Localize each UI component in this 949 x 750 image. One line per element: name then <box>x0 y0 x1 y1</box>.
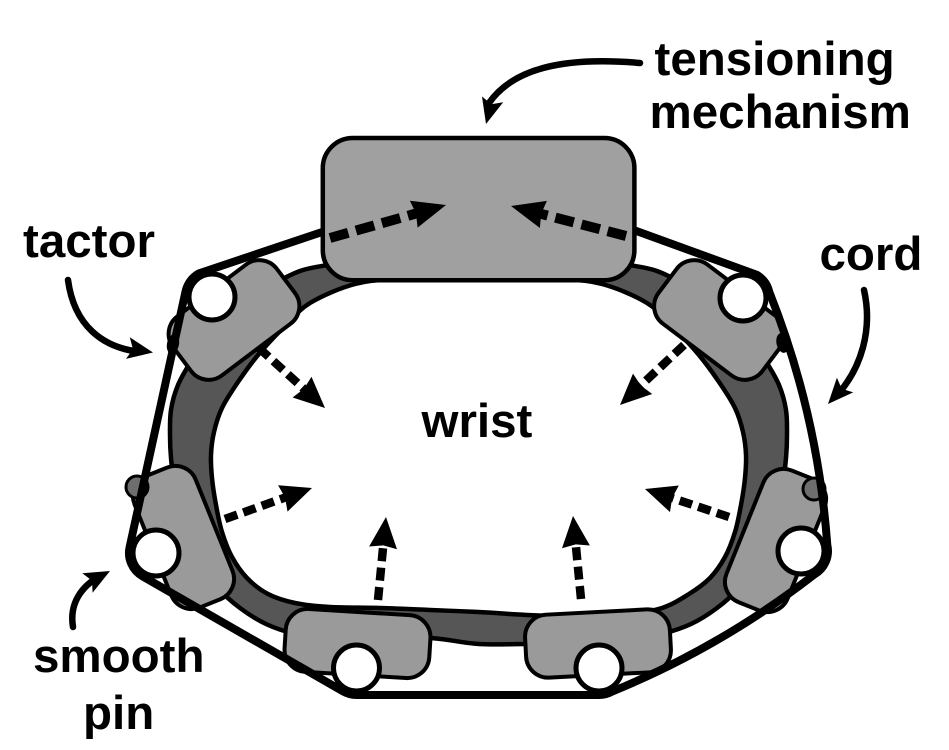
svg-text:wrist: wrist <box>421 395 533 448</box>
svg-text:pin: pin <box>83 687 154 740</box>
svg-text:tactor: tactor <box>23 215 155 268</box>
svg-text:tensioning: tensioning <box>655 33 895 86</box>
svg-text:mechanism: mechanism <box>650 86 911 139</box>
svg-text:smooth: smooth <box>33 630 205 683</box>
svg-text:cord: cord <box>820 228 923 281</box>
